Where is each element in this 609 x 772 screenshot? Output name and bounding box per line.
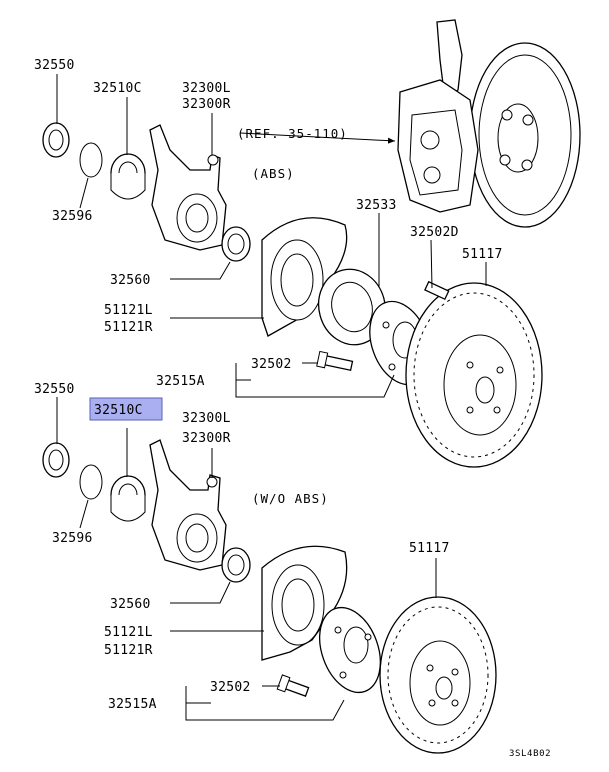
label-sensor-rotor[interactable]: 32533 bbox=[356, 198, 397, 213]
reference-note: (REF. 35-110) bbox=[237, 126, 348, 141]
label-hub-assy-lower[interactable]: 32515A bbox=[108, 697, 157, 712]
label-knuckle-r-lower[interactable]: 32300R bbox=[182, 431, 231, 446]
label-knuckle-l-lower[interactable]: 32300L bbox=[182, 411, 231, 426]
label-rotor-upper[interactable]: 51117 bbox=[462, 247, 503, 262]
label-dust-cover-l-upper[interactable]: 51121L bbox=[104, 303, 153, 318]
label-snap-ring-upper[interactable]: 32596 bbox=[52, 209, 93, 224]
hub-illustration-lower bbox=[319, 606, 381, 694]
section-note-abs: (ABS) bbox=[252, 166, 295, 181]
snap-ring-illustration-lower bbox=[79, 464, 103, 500]
bearing-illustration-upper bbox=[110, 153, 146, 200]
sensor-rotor-illustration bbox=[317, 268, 387, 346]
label-snap-ring-lower[interactable]: 32596 bbox=[52, 531, 93, 546]
hub-bolt-illustration-upper bbox=[316, 350, 354, 371]
label-dust-cover-l-lower[interactable]: 51121L bbox=[104, 625, 153, 640]
label-knuckle-l-upper[interactable]: 32300L bbox=[182, 81, 231, 96]
inner-seal-illustration-lower bbox=[221, 547, 251, 583]
seal-illustration-lower bbox=[42, 442, 70, 478]
section-note-no-abs: (W/O ABS) bbox=[252, 491, 329, 506]
disc-rotor-illustration-lower bbox=[379, 596, 497, 754]
snap-ring-illustration-upper bbox=[79, 142, 103, 178]
label-seal-upper[interactable]: 32550 bbox=[34, 58, 75, 73]
label-rotor-lower[interactable]: 51117 bbox=[409, 541, 450, 556]
label-dust-cover-r-lower[interactable]: 51121R bbox=[104, 643, 153, 658]
label-dust-cover-r-upper[interactable]: 51121R bbox=[104, 320, 153, 335]
knuckle-illustration-upper bbox=[149, 124, 227, 251]
knuckle-illustration-lower bbox=[149, 439, 227, 571]
dust-cover-lower bbox=[261, 545, 348, 661]
disc-rotor-illustration-upper bbox=[405, 282, 543, 468]
label-hub-bolt-lower[interactable]: 32502 bbox=[210, 680, 251, 695]
bearing-illustration-lower bbox=[110, 475, 146, 522]
label-hub-assy-upper[interactable]: 32515A bbox=[156, 374, 205, 389]
highlight-box bbox=[89, 397, 163, 421]
label-hub-bolt-upper[interactable]: 32502 bbox=[251, 357, 292, 372]
inner-seal-illustration-upper bbox=[221, 226, 251, 262]
leader-lines-lower bbox=[56, 397, 437, 721]
seal-illustration-upper bbox=[42, 122, 70, 158]
label-inner-seal-lower[interactable]: 32560 bbox=[110, 597, 151, 612]
hub-bolt-illustration-lower bbox=[276, 674, 310, 697]
label-bearing-lower-highlighted[interactable]: 32510C bbox=[94, 403, 143, 418]
label-bearing-upper[interactable]: 32510C bbox=[93, 81, 142, 96]
label-hub-bolt-d[interactable]: 32502D bbox=[410, 225, 459, 240]
drawing-code: 3SL4B02 bbox=[509, 749, 551, 759]
hub-bolt-d-illustration bbox=[424, 280, 450, 301]
label-seal-lower[interactable]: 32550 bbox=[34, 382, 75, 397]
leader-lines-upper bbox=[56, 74, 487, 398]
label-inner-seal-upper[interactable]: 32560 bbox=[110, 273, 151, 288]
caliper-assembly-illustration bbox=[397, 19, 581, 228]
label-knuckle-r-upper[interactable]: 32300R bbox=[182, 97, 231, 112]
